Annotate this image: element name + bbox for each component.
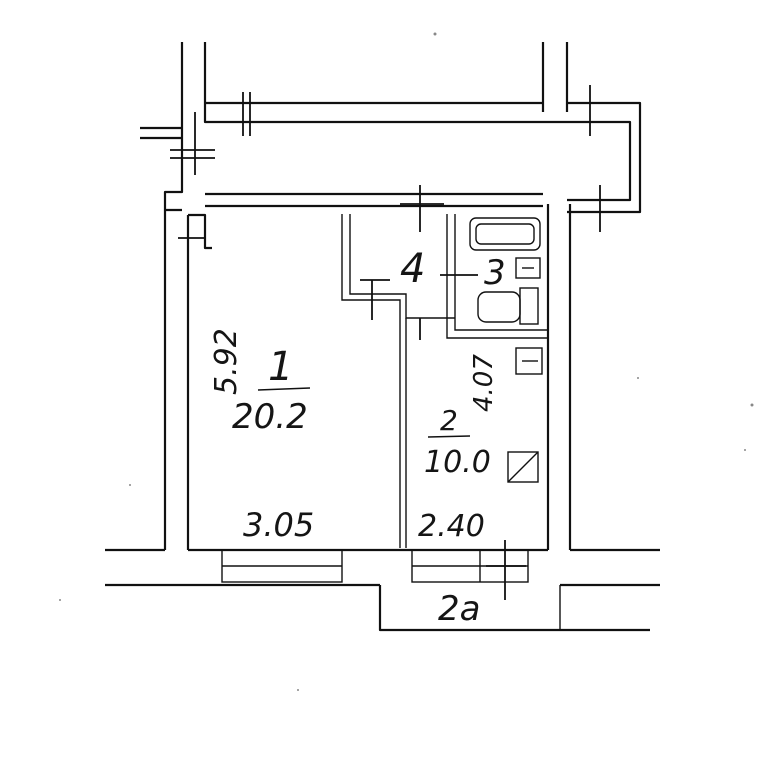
bathtub (469, 217, 541, 251)
room-2-fraction-line (427, 435, 471, 438)
room-2-width-dimension: 2.40 (418, 509, 485, 544)
apartment-walls (105, 204, 660, 587)
toilet (477, 287, 539, 325)
room-4-number: 4 (400, 246, 425, 292)
dimension-ticks (170, 85, 601, 600)
washbasin (515, 257, 541, 279)
room-2-area: 10.0 (424, 445, 491, 480)
loggia-label: 2а (438, 589, 480, 629)
room-1-number: 1 (268, 344, 293, 390)
sink (515, 347, 543, 375)
room-1-area: 20.2 (232, 397, 308, 437)
loggia (378, 585, 650, 632)
stove (507, 451, 539, 483)
room-3-number: 3 (484, 253, 506, 293)
window-room-1 (221, 549, 343, 583)
room-2-depth-dimension: 4.07 (469, 354, 499, 412)
scan-specks (59, 32, 754, 691)
room-1-depth-dimension: 5.92 (209, 328, 244, 395)
room-1-width-dimension: 3.05 (243, 506, 314, 544)
partition-walls (341, 214, 548, 548)
right-shaft-walls (541, 42, 569, 112)
corridor-walls (140, 101, 642, 214)
room-1-fraction-line (257, 387, 311, 391)
room-2-number: 2 (440, 404, 458, 437)
left-shaft-walls (180, 42, 207, 112)
